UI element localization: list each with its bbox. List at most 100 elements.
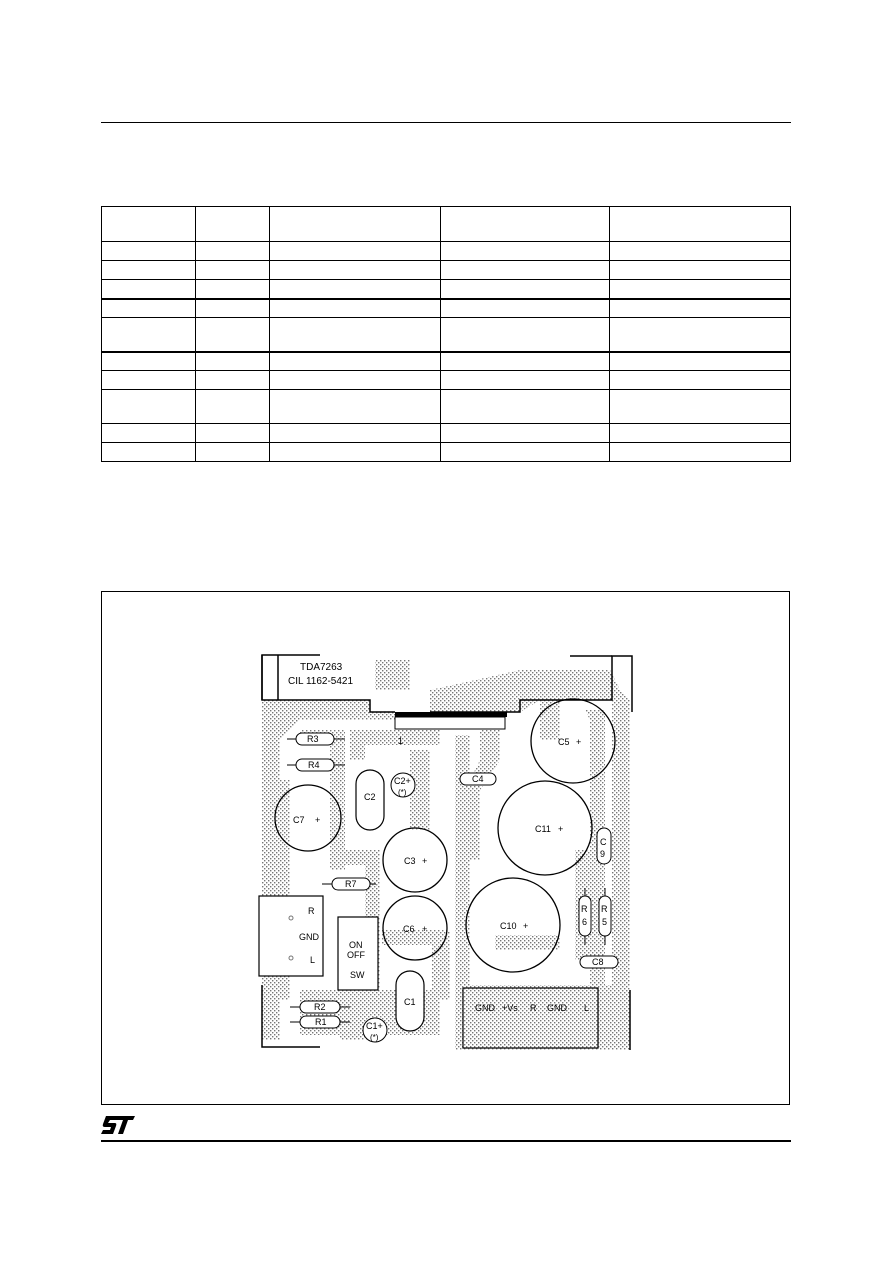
capacitor-c1-polar: C1+ (*) — [362, 1017, 388, 1043]
svg-text:R7: R7 — [345, 879, 357, 889]
table-cell — [268, 442, 441, 462]
table-cell — [609, 423, 791, 443]
table-cell — [194, 423, 270, 443]
capacitor-c2: C2 — [355, 769, 385, 831]
table-cell — [101, 241, 196, 261]
svg-text:+: + — [523, 921, 528, 931]
table-cell — [609, 370, 791, 390]
table-cell — [268, 260, 441, 280]
svg-text:R2: R2 — [314, 1002, 326, 1012]
spec-table — [101, 206, 791, 462]
svg-text:C3: C3 — [404, 856, 416, 866]
resistor-r6: R 6 — [578, 888, 592, 945]
svg-text:9: 9 — [600, 849, 605, 859]
table-cell — [439, 317, 611, 352]
table-cell — [194, 297, 270, 318]
svg-text:+: + — [315, 815, 320, 825]
table-cell — [194, 442, 270, 462]
pcb-title-line2: CIL 1162-5421 — [288, 676, 353, 687]
svg-text:GND: GND — [475, 1003, 496, 1013]
resistor-r5: R 5 — [598, 888, 612, 945]
svg-text:C1+: C1+ — [366, 1021, 383, 1031]
table-cell — [101, 297, 196, 318]
capacitor-c8: C8 — [579, 955, 619, 969]
table-row — [101, 389, 791, 424]
table-cell — [101, 279, 196, 299]
table-cell — [439, 350, 611, 371]
ic-pin1-label: 1 — [398, 736, 403, 746]
capacitor-c3: C3 + — [382, 827, 448, 893]
table-cell — [101, 423, 196, 443]
table-cell — [439, 423, 611, 443]
pcb-layout-diagram: TDA7263 CIL 1162-5421 1 R3 R4 R7 R2 R1 R… — [258, 654, 633, 1050]
svg-text:+: + — [576, 737, 581, 747]
ic-heatsink-bar — [395, 712, 507, 717]
table-cell — [101, 260, 196, 280]
svg-text:C11: C11 — [535, 824, 551, 834]
svg-text:C2: C2 — [364, 792, 376, 802]
svg-text:C6: C6 — [403, 924, 415, 934]
table-cell — [194, 279, 270, 299]
svg-text:(*): (*) — [398, 788, 407, 797]
table-cell — [268, 350, 441, 371]
table-cell — [609, 297, 791, 318]
svg-text:ON: ON — [349, 940, 363, 950]
svg-text:+Vs: +Vs — [502, 1003, 518, 1013]
svg-text:L: L — [310, 955, 315, 965]
table-cell — [439, 297, 611, 318]
resistor-r2: R2 — [290, 1000, 350, 1014]
pcb-title-line1: TDA7263 — [300, 662, 343, 673]
table-cell — [609, 260, 791, 280]
table-cell — [268, 206, 441, 242]
table-cell — [101, 206, 196, 242]
svg-text:R1: R1 — [315, 1017, 327, 1027]
table-cell — [609, 206, 791, 242]
resistor-r4: R4 — [287, 758, 345, 772]
svg-text:L: L — [584, 1003, 589, 1013]
table-cell — [439, 370, 611, 390]
table-cell — [101, 442, 196, 462]
svg-text:R: R — [581, 904, 588, 914]
table-cell — [101, 389, 196, 424]
capacitor-c5: C5 + — [530, 698, 616, 784]
table-cell — [439, 241, 611, 261]
svg-text:C7: C7 — [293, 815, 305, 825]
svg-text:6: 6 — [582, 917, 587, 927]
svg-text:C8: C8 — [592, 957, 604, 967]
table-cell — [268, 389, 441, 424]
table-row — [101, 442, 791, 462]
svg-text:OFF: OFF — [347, 950, 365, 960]
capacitor-c11: C11 + — [497, 780, 593, 876]
input-connector: R GND L — [258, 895, 324, 977]
svg-text:+: + — [422, 856, 427, 866]
table-cell — [194, 350, 270, 371]
output-connector: GND +Vs R GND L — [462, 987, 599, 1049]
table-cell — [439, 389, 611, 424]
svg-text:R3: R3 — [307, 734, 319, 744]
svg-text:GND: GND — [299, 932, 320, 942]
table-cell — [439, 260, 611, 280]
svg-text:C4: C4 — [472, 774, 484, 784]
resistor-r1: R1 — [290, 1015, 350, 1029]
svg-text:+: + — [422, 924, 427, 934]
capacitor-c10: C10 + — [465, 877, 561, 973]
table-cell — [101, 350, 196, 371]
svg-text:+: + — [558, 824, 563, 834]
st-logo — [100, 1114, 136, 1141]
capacitor-c2-polar: C2+ (*) — [390, 772, 416, 798]
svg-text:R: R — [308, 906, 315, 916]
table-row — [101, 317, 791, 352]
table-cell — [194, 389, 270, 424]
table-cell — [609, 442, 791, 462]
table-cell — [609, 389, 791, 424]
svg-text:C2+: C2+ — [394, 776, 411, 786]
table-cell — [194, 317, 270, 352]
table-cell — [101, 370, 196, 390]
svg-text:C1: C1 — [404, 997, 416, 1007]
ic-tda7263 — [394, 716, 506, 730]
table-row — [101, 297, 791, 318]
table-cell — [609, 350, 791, 371]
table-row — [101, 260, 791, 280]
table-cell — [268, 317, 441, 352]
svg-text:C: C — [600, 837, 607, 847]
